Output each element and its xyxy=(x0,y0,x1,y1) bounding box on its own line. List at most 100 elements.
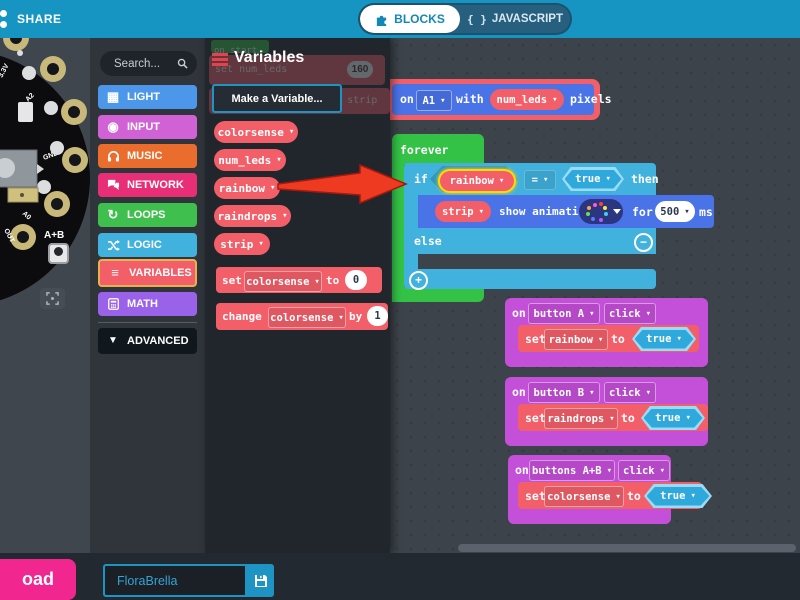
duration-dropdown[interactable]: 500 xyxy=(655,201,695,222)
true-value-hexagon[interactable]: true xyxy=(641,406,705,430)
forever-block-spine[interactable] xyxy=(392,165,404,302)
if-block-header[interactable]: if rainbow = true then xyxy=(404,163,659,195)
button-source-dropdown[interactable]: button A xyxy=(528,303,600,324)
variable-name: strip xyxy=(220,237,254,251)
event-type-dropdown[interactable]: click xyxy=(604,303,656,324)
set-raindrops-block[interactable]: set raindrops to true xyxy=(518,404,708,431)
tab-javascript[interactable]: { } JAVASCRIPT xyxy=(460,5,570,33)
event-value: click xyxy=(622,464,655,477)
share-button[interactable]: SHARE xyxy=(0,9,62,29)
set-variable-block[interactable]: set colorsense to 0 xyxy=(216,267,382,293)
animation-preview-dropdown[interactable] xyxy=(579,199,623,224)
value-oval[interactable]: 0 xyxy=(345,270,367,290)
variable-dropdown[interactable]: colorsense xyxy=(268,307,346,328)
variable-name: raindrops xyxy=(547,412,605,425)
numleds-variable-pill[interactable]: num_leds xyxy=(490,89,564,110)
board-button-cap[interactable] xyxy=(0,158,15,178)
button-source-dropdown[interactable]: button B xyxy=(528,382,600,403)
fullscreen-button[interactable] xyxy=(40,288,65,309)
board-marker xyxy=(37,164,44,174)
save-project-button[interactable] xyxy=(247,564,274,597)
pill-raindrops[interactable]: raindrops xyxy=(214,205,291,227)
sidebar-item-math[interactable]: MATH xyxy=(98,292,197,316)
sidebar-item-input[interactable]: ◉ INPUT xyxy=(98,115,197,139)
pill-rainbow[interactable]: rainbow xyxy=(214,177,280,199)
keyword-by: by xyxy=(349,310,363,323)
pad-label: A0 xyxy=(21,210,32,221)
ab-button-label: A+B xyxy=(44,230,65,241)
forever-block-header[interactable]: forever xyxy=(392,134,484,165)
headphones-icon xyxy=(106,150,120,162)
variable-dropdown[interactable]: colorsense xyxy=(244,271,322,292)
search-input[interactable]: Search... xyxy=(100,51,197,76)
show-animation-block[interactable]: strip show animation for 500 ms xyxy=(418,195,714,228)
if-block-footer[interactable]: + xyxy=(404,269,656,290)
keyword-else: else xyxy=(414,234,442,248)
flyout-title: Variables xyxy=(234,49,305,66)
expand-if-button[interactable]: + xyxy=(409,271,428,290)
forever-block-footer[interactable] xyxy=(392,287,484,302)
create-strip-block[interactable]: on A1 with num_leds pixels xyxy=(392,84,612,115)
duration-value: 500 xyxy=(660,205,680,218)
variable-dropdown[interactable]: colorsense xyxy=(544,486,624,507)
fullscreen-icon xyxy=(46,292,59,305)
category-label: LOGIC xyxy=(127,239,162,251)
pin-value: A1 xyxy=(422,94,436,107)
bottom-bar: oad xyxy=(0,553,800,600)
pill-num-leds[interactable]: num_leds xyxy=(214,149,286,171)
collapse-else-button[interactable]: − xyxy=(634,233,653,252)
keyword-to: to xyxy=(611,332,625,346)
else-row[interactable]: else − xyxy=(404,228,656,254)
pad-label: GND xyxy=(42,150,59,162)
source-value: buttons A+B xyxy=(532,464,602,477)
variable-name: rainbow xyxy=(449,175,494,187)
value-oval[interactable]: 1 xyxy=(367,306,388,326)
variable-dropdown[interactable]: rainbow xyxy=(544,329,608,350)
ab-button[interactable] xyxy=(48,243,69,264)
true-value-hexagon[interactable]: true xyxy=(644,484,712,508)
boolean-value: true xyxy=(660,490,686,502)
sidebar-item-variables[interactable]: ≡ VARIABLES xyxy=(98,259,197,287)
search-icon xyxy=(177,58,188,69)
set-colorsense-block[interactable]: set colorsense to true xyxy=(518,482,712,509)
sidebar-item-light[interactable]: ▦ LIGHT xyxy=(98,85,197,109)
save-floppy-icon xyxy=(254,574,267,587)
on-button-b-block[interactable]: on button B click set raindrops to true xyxy=(505,377,708,446)
rainbow-condition-pill[interactable]: rainbow xyxy=(438,169,516,193)
sidebar-item-advanced[interactable]: ▼ ADVANCED xyxy=(98,328,197,354)
variable-dropdown[interactable]: raindrops xyxy=(544,408,618,429)
change-variable-block[interactable]: change colorsense by 1 xyxy=(216,303,388,330)
download-button[interactable]: oad xyxy=(0,559,76,600)
on-button-a-block[interactable]: on button A click set rainbow to true xyxy=(505,298,708,367)
true-value-hexagon[interactable]: true xyxy=(562,167,624,191)
pin-dropdown[interactable]: A1 xyxy=(416,90,452,111)
keyword-change: change xyxy=(222,310,262,323)
board-simulator[interactable]: 3.3V A2 GND A1 A0 OUT xyxy=(0,38,90,338)
sidebar-divider xyxy=(98,322,197,323)
true-value-hexagon[interactable]: true xyxy=(632,327,696,351)
pill-colorsense[interactable]: colorsense xyxy=(214,121,298,143)
operator-dropdown[interactable]: = xyxy=(524,170,556,190)
pill-strip[interactable]: strip xyxy=(214,233,270,255)
set-rainbow-block[interactable]: set rainbow to true xyxy=(518,325,699,352)
sidebar-item-music[interactable]: MUSIC xyxy=(98,144,197,168)
event-type-dropdown[interactable]: click xyxy=(604,382,656,403)
event-type-dropdown[interactable]: click xyxy=(618,460,670,481)
tab-blocks[interactable]: BLOCKS xyxy=(360,5,460,33)
button-source-dropdown[interactable]: buttons A+B xyxy=(529,460,615,481)
variable-name: rainbow xyxy=(548,333,593,346)
sidebar-item-logic[interactable]: LOGIC xyxy=(98,233,197,257)
empty-statement-slot[interactable] xyxy=(418,254,652,269)
pad-label: A2 xyxy=(24,92,35,103)
boolean-value: true xyxy=(655,412,681,424)
strip-variable-pill[interactable]: strip xyxy=(435,201,491,222)
project-name-input[interactable] xyxy=(103,564,247,597)
chat-bubbles-icon xyxy=(106,179,120,191)
make-variable-button[interactable]: Make a Variable... xyxy=(212,84,342,113)
horizontal-scrollbar[interactable] xyxy=(458,544,796,552)
sidebar-item-network[interactable]: NETWORK xyxy=(98,173,197,197)
keyword-ms: ms xyxy=(699,205,713,219)
sidebar-item-loops[interactable]: ↻ LOOPS xyxy=(98,203,197,227)
shuffle-icon xyxy=(106,239,120,251)
